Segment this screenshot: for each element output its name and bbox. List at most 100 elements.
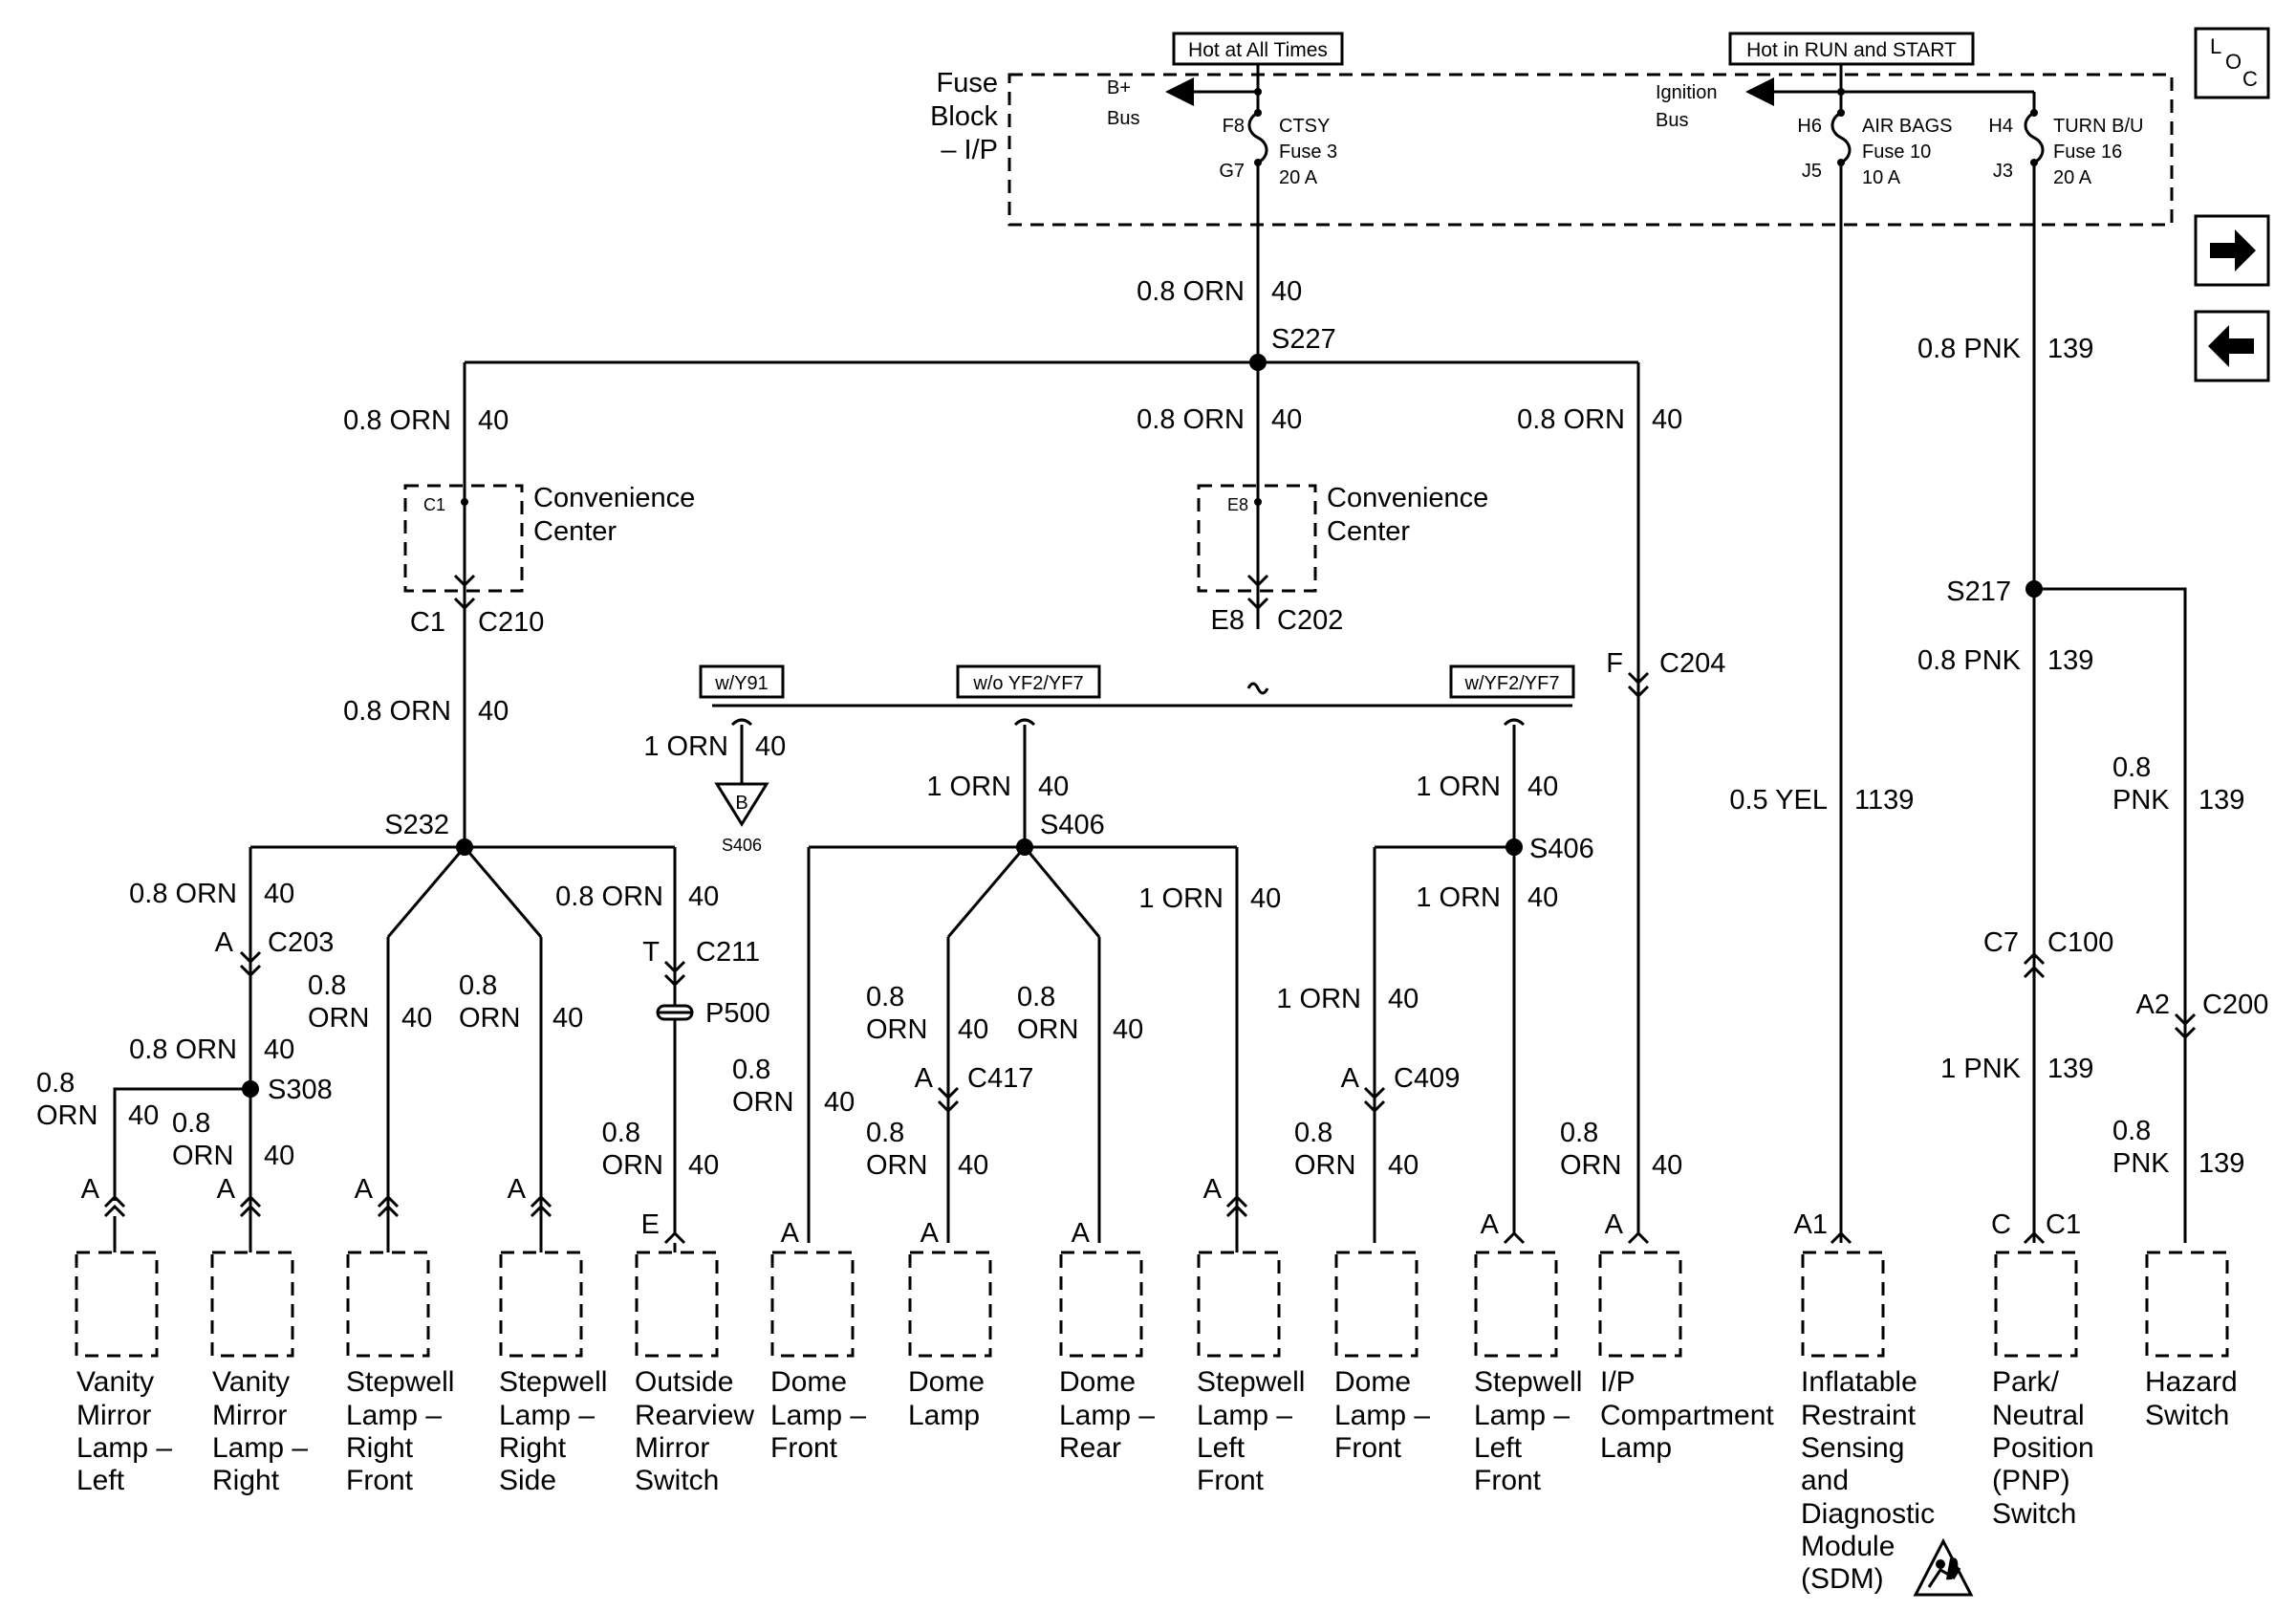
pin-a: A xyxy=(781,1218,800,1249)
wire-split: PNK xyxy=(2112,1148,2170,1179)
pin-a: A xyxy=(921,1218,940,1249)
circuit-label: 40 xyxy=(478,405,509,436)
forward-button[interactable] xyxy=(2194,214,2270,287)
left-branch: 0.8 ORN 40 C1 Convenience Center C1 C210… xyxy=(36,362,770,1240)
circuit-label: 139 xyxy=(2047,645,2093,676)
wire-label: 0.8 ORN xyxy=(129,879,237,909)
arrow-left-icon xyxy=(2208,325,2254,367)
circuit-label: 139 xyxy=(2199,1148,2244,1179)
circuit-label: 40 xyxy=(1652,1150,1682,1181)
wire-split: ORN xyxy=(1560,1150,1621,1181)
wire-label: 1 ORN xyxy=(643,731,728,762)
back-button[interactable] xyxy=(2194,310,2270,382)
wire-split: 0.8 xyxy=(866,982,904,1012)
fuse-block-title-2: Block xyxy=(930,101,998,132)
wire-split: ORN xyxy=(1294,1150,1355,1181)
wire-split: ORN xyxy=(308,1003,369,1034)
conn-c417: C417 xyxy=(967,1063,1033,1094)
circuit-label: 40 xyxy=(1527,772,1558,802)
conv-center-1: Convenience xyxy=(533,483,695,513)
hot-run-start-box xyxy=(1728,32,1975,66)
wire-label: 0.8 ORN xyxy=(343,696,451,727)
pin-a: A xyxy=(1481,1209,1500,1240)
turn-1: TURN B/U xyxy=(2053,116,2143,137)
arrow-right-icon xyxy=(2210,229,2256,272)
pin-c1: C1 xyxy=(423,495,445,514)
option-wo-yf: w/o YF2/YF7 xyxy=(972,673,1083,694)
wire-split: ORN xyxy=(1017,1014,1078,1045)
circuit-label: 40 xyxy=(1250,883,1281,914)
j5-label: J5 xyxy=(1802,161,1822,182)
wire-split: ORN xyxy=(866,1150,927,1181)
circuit-label: 139 xyxy=(2199,785,2244,816)
conn-c202: C202 xyxy=(1277,605,1343,636)
pin-a: A xyxy=(217,1174,236,1205)
wire-split: 0.8 xyxy=(1560,1118,1598,1148)
conn-e: E xyxy=(641,1209,660,1240)
splice-s217: S217 xyxy=(1946,577,2011,607)
bplus-bus-1: B+ xyxy=(1107,77,1131,98)
splice-s406: S406 xyxy=(1529,834,1594,864)
conv-center-2: Center xyxy=(1327,516,1410,547)
pin-a: A xyxy=(355,1174,374,1205)
conn-c203: C203 xyxy=(268,927,334,958)
wire-split: ORN xyxy=(732,1087,793,1118)
pin-a: A xyxy=(1605,1209,1624,1240)
wire-split: 0.8 xyxy=(866,1118,904,1148)
ip-lamp-branch: 0.8 ORN 40 F C204 0.8 ORN 40 xyxy=(1517,362,1725,1233)
ground-s406: S406 xyxy=(722,836,762,855)
wire-split: 0.8 xyxy=(732,1055,770,1085)
h6-label: H6 xyxy=(1797,116,1822,137)
conn-c210: C210 xyxy=(478,607,544,638)
wire-split: ORN xyxy=(866,1014,927,1045)
conn-a: A xyxy=(215,927,234,958)
center-branch: 0.8 ORN 40 E8 Convenience Center E8 C202… xyxy=(643,404,1594,1243)
conn-c7: C7 xyxy=(1983,927,2019,958)
airbags-2: Fuse 10 xyxy=(1862,142,1931,163)
g7-label: G7 xyxy=(1219,161,1245,182)
wire-label: 0.8 ORN xyxy=(1517,404,1625,435)
circuit-label: 40 xyxy=(688,882,719,912)
bplus-bus-2: Bus xyxy=(1107,108,1139,129)
wire-split: ORN xyxy=(459,1003,520,1034)
circuit-label: 40 xyxy=(688,1150,719,1181)
wire-label: 0.8 PNK xyxy=(1917,334,2022,364)
wire-label: 1 ORN xyxy=(1276,984,1361,1014)
pnk-branch: 0.8 PNK 139 S217 0.8 PNK 139 C7 C100 1 P… xyxy=(1917,163,2268,1243)
wire-split: ORN xyxy=(172,1141,233,1171)
turn-2: Fuse 16 xyxy=(2053,142,2122,163)
circuit-label: 40 xyxy=(264,879,294,909)
conn-a1: A1 xyxy=(1794,1209,1828,1240)
location-button[interactable]: L O C xyxy=(2194,27,2270,99)
wire-label: 1 PNK xyxy=(1940,1054,2021,1084)
wire-label: 0.8 ORN xyxy=(1137,276,1245,307)
f8-label: F8 xyxy=(1223,116,1245,137)
circuit-label: 40 xyxy=(1038,772,1069,802)
circuit-label: 40 xyxy=(264,1141,294,1171)
splice-s308: S308 xyxy=(268,1075,333,1105)
fuse-block-title-3: – I/P xyxy=(941,135,998,165)
pin-a: A xyxy=(508,1174,527,1205)
conn-f: F xyxy=(1606,648,1623,679)
circuit-label: 40 xyxy=(1271,404,1302,435)
wire-split: 0.8 xyxy=(602,1118,640,1148)
conn-c100: C100 xyxy=(2047,927,2113,958)
ground-b: B xyxy=(735,793,747,814)
wire-label: 0.8 ORN xyxy=(343,405,451,436)
wire-split: ORN xyxy=(36,1100,97,1131)
circuit-label: 139 xyxy=(2047,334,2093,364)
option-y91: w/Y91 xyxy=(714,673,769,694)
splice-s232: S232 xyxy=(384,810,449,840)
splice-s406: S406 xyxy=(1040,810,1105,840)
wire-split: ORN xyxy=(602,1150,663,1181)
circuit-label: 40 xyxy=(1652,404,1682,435)
